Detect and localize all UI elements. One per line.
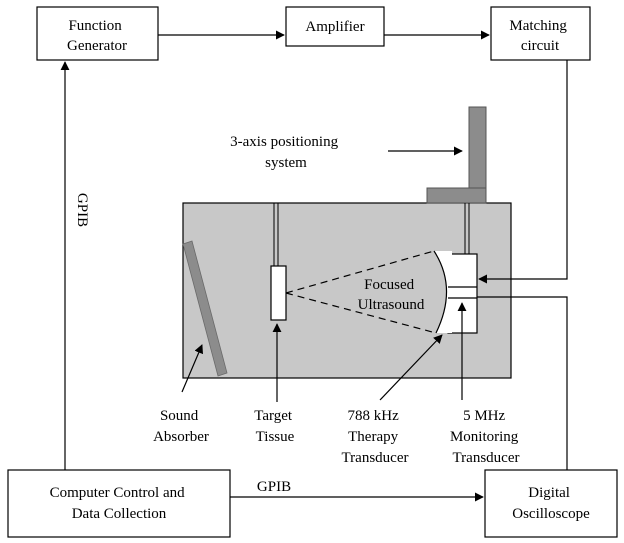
- therapy-pointer-arrow: [379, 334, 443, 401]
- transducer-to-scope-line: [477, 296, 568, 470]
- absorber-pointer-arrow: [181, 344, 203, 393]
- amplifier-label: Amplifier: [305, 19, 364, 35]
- focused-ultrasound-label: Focused Ultrasound: [358, 277, 425, 313]
- computer-label: Computer Control and Data Collection: [50, 485, 189, 522]
- beam-edge-bottom: [285, 292, 437, 334]
- positioning-post: [468, 106, 487, 193]
- beam-edge-top: [285, 250, 435, 294]
- computer-box: [7, 469, 231, 538]
- monitoring-transducer-label: 5 MHz Monitoring Transducer: [450, 408, 522, 466]
- mc-to-transducer-arrow: [478, 60, 568, 284]
- matching-circuit-box: [490, 6, 591, 61]
- therapy-transducer-face: [434, 251, 452, 333]
- oscilloscope-box: [484, 469, 618, 538]
- therapy-transducer-curve: [433, 250, 448, 334]
- oscilloscope-label: Digital Oscilloscope: [512, 485, 590, 522]
- matching-circuit-label: Matching circuit: [509, 18, 570, 54]
- gpib-vertical-label: GPIB: [74, 193, 90, 227]
- amplifier-box: [285, 6, 385, 47]
- target-tissue: [270, 265, 287, 321]
- sound-absorber-bar: [182, 240, 228, 377]
- therapy-transducer-label: 788 kHz Therapy Transducer: [342, 408, 409, 466]
- target-tissue-label: Target Tissue: [254, 408, 296, 445]
- function-generator-box: [36, 6, 159, 61]
- sound-absorber-label: Sound Absorber: [153, 408, 209, 445]
- positioning-arm: [426, 187, 487, 204]
- positioning-system-label: 3-axis positioning system: [230, 134, 342, 171]
- function-generator-label: Function Generator: [67, 18, 127, 54]
- gpib-horizontal-label: GPIB: [257, 479, 291, 495]
